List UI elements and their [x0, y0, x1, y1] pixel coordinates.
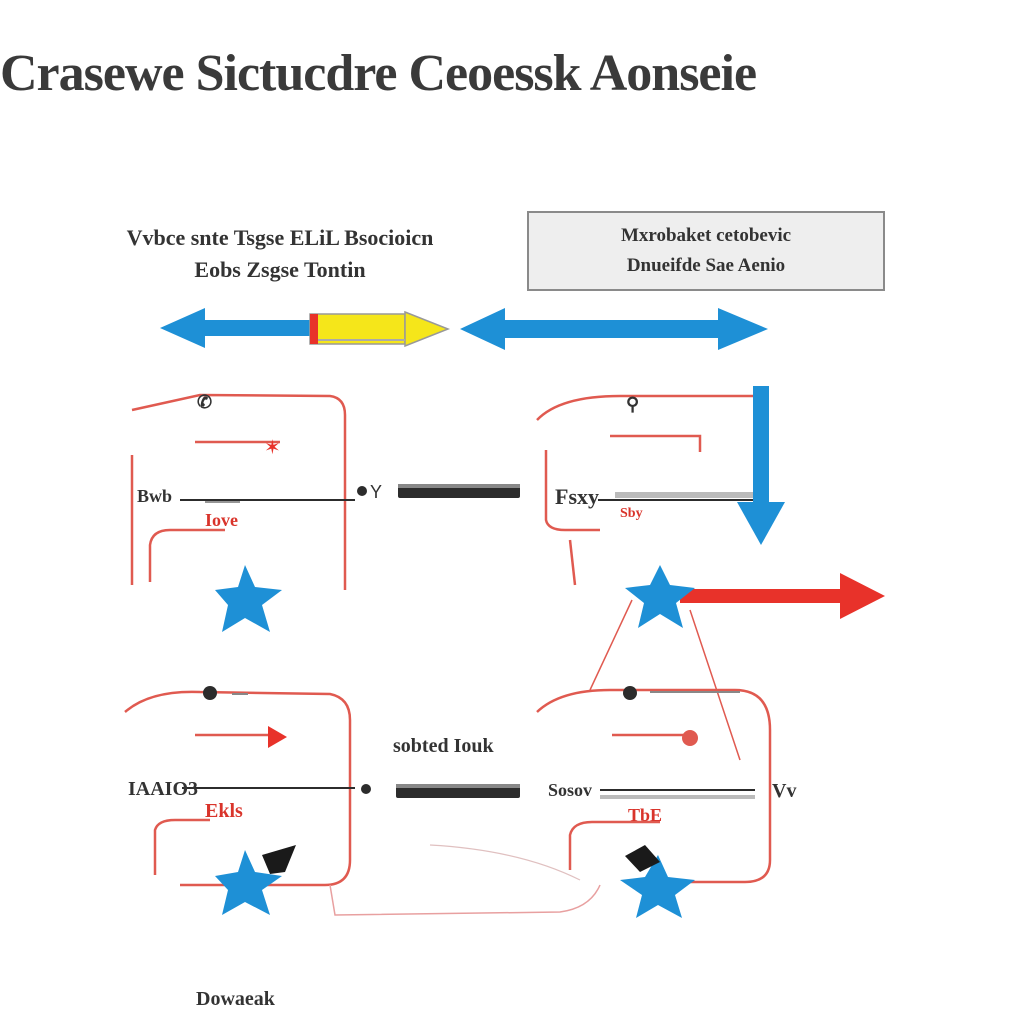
double-arrow-icon	[460, 308, 768, 350]
unit-1-sub-label: Iove	[205, 510, 238, 530]
connector-dot-icon	[682, 730, 698, 746]
pencil-arrow-icon	[309, 310, 451, 348]
unit-4-left-label: Sosov	[548, 780, 593, 800]
left-caption-line-1: Vvbce snte Tsgse ELiL Bsocioicn	[126, 225, 434, 250]
svg-text:✆: ✆	[197, 392, 212, 412]
ground-flag-icon	[262, 845, 296, 874]
svg-text:⚲: ⚲	[626, 394, 639, 414]
caption-box-line-2: Dnueifde Sae Aenio	[626, 255, 786, 276]
star-icon	[215, 850, 282, 915]
footer-label: Dowaeak	[196, 988, 275, 1010]
unit-4-contacts	[600, 686, 755, 799]
unit-2-left-label: Fsxy	[555, 484, 599, 509]
unit-4-wiring	[536, 688, 772, 884]
star-icon	[625, 565, 695, 628]
interconnect-wire	[429, 844, 581, 881]
interconnect-wire	[329, 884, 601, 916]
connector-dot-icon	[357, 486, 367, 496]
unit-3-sub-label: Ekls	[205, 800, 243, 822]
center-mid-label: sobted Iouk	[393, 735, 494, 757]
unit-1-left-label: Bwb	[137, 486, 173, 506]
arrow-down-icon	[737, 386, 785, 545]
unit-2-wiring	[536, 394, 755, 586]
left-caption: Vvbce snte Tsgse ELiL Bsocioicn Eobs Zsg…	[60, 222, 500, 286]
ground-flag-icon	[625, 845, 660, 872]
unit-3-left-label: IAAIO3	[128, 778, 199, 800]
unit-2-contacts: ⚲	[598, 394, 765, 501]
left-caption-line-2: Eobs Zsgse Tontin	[194, 257, 366, 282]
unit-1-wiring	[130, 393, 347, 590]
connector-dot-icon	[361, 784, 371, 794]
caption-box: Mxrobaket cetobevic Dnueifde Sae Aenio	[527, 211, 885, 291]
arrow-right-icon	[680, 573, 885, 619]
connector-dot-icon	[623, 686, 637, 700]
star-icon	[620, 855, 695, 918]
unit-2-leads	[589, 599, 741, 761]
connector-dot-icon	[203, 686, 217, 700]
page-title: Crasewe Sictucdre Ceoessk Aonseie	[0, 45, 757, 102]
unit-4-right-label: Vv	[772, 780, 797, 802]
unit-3-wiring	[124, 690, 352, 887]
svg-text:Y: Y	[370, 482, 382, 502]
unit-3-contacts	[182, 686, 520, 798]
star-icon	[215, 565, 282, 632]
double-arrow-icon	[160, 308, 320, 348]
caption-box-line-1: Mxrobaket cetobevic	[620, 225, 792, 246]
svg-text:✶: ✶	[264, 437, 281, 459]
unit-4-sub-label: TbE	[628, 805, 663, 825]
unit-2-sub-label: Sby	[620, 506, 643, 521]
unit-1-contacts: ✆ ✶ Y	[180, 392, 520, 503]
